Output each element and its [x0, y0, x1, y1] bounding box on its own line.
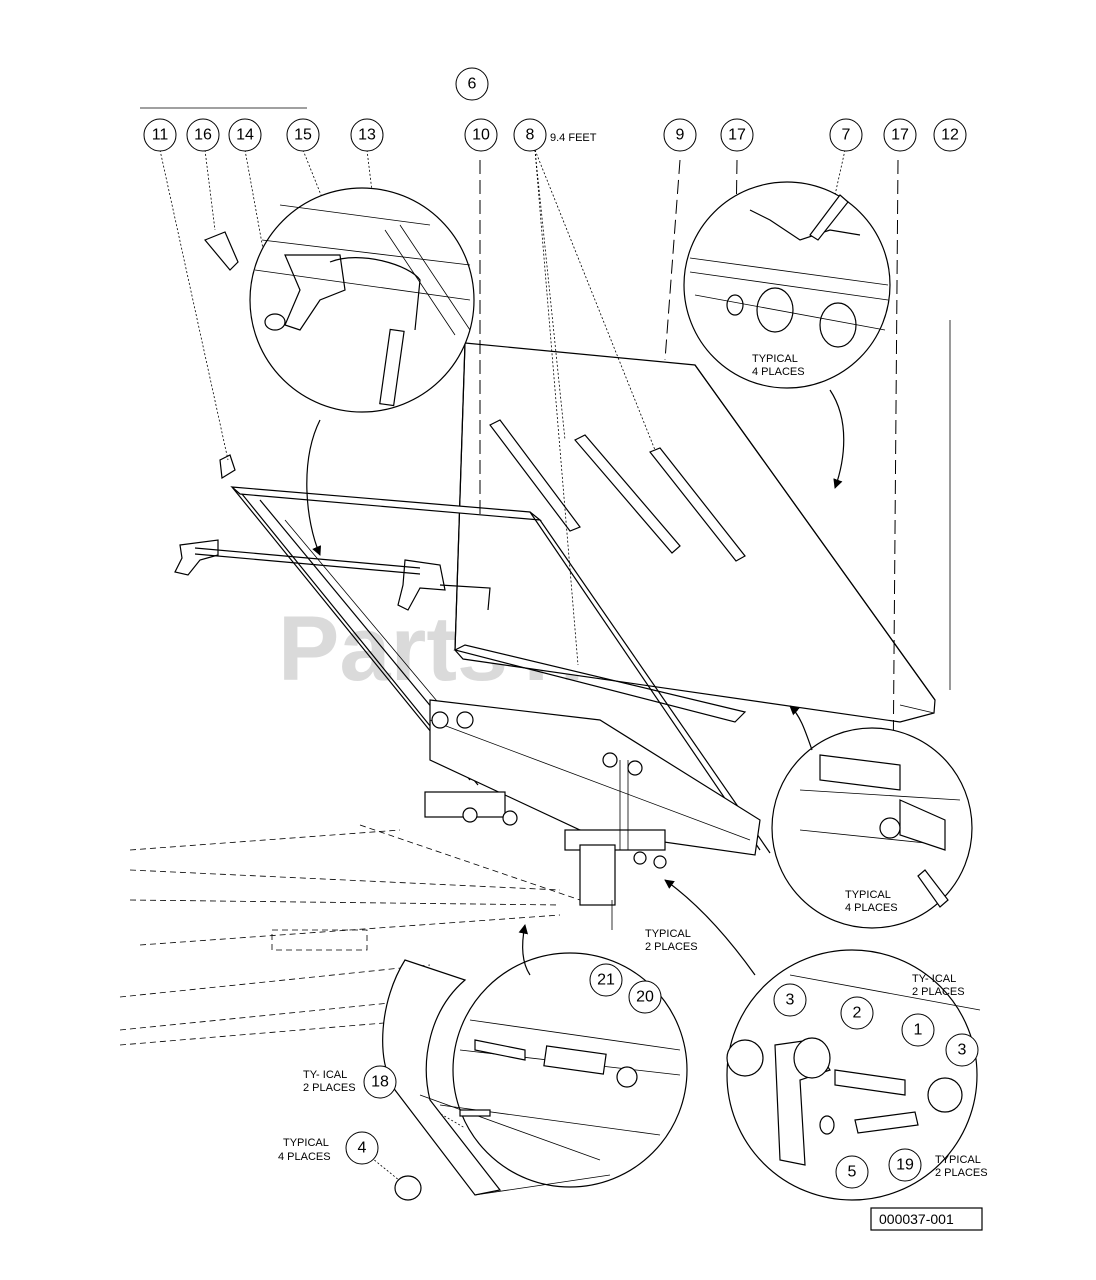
- note-typical4-right-2: 4 PLACES: [845, 902, 898, 914]
- svg-text:19: 19: [896, 1157, 914, 1174]
- callout-17b: 17: [883, 118, 917, 152]
- note-feet: 9.4 FEET: [550, 132, 597, 144]
- svg-text:2: 2: [853, 1005, 862, 1022]
- callout-13: 13: [350, 118, 384, 152]
- callout-4: 4: [345, 1131, 379, 1165]
- callout-20: 20: [628, 980, 662, 1014]
- note-typical2-rightdetail-2: 2 PLACES: [912, 986, 965, 998]
- hinge-brackets: [424, 760, 667, 930]
- callout-10: 10: [464, 118, 498, 152]
- svg-text:17: 17: [891, 127, 909, 144]
- drawing-number-box: 000037-001: [870, 1207, 983, 1231]
- svg-text:20: 20: [636, 989, 654, 1006]
- svg-text:17: 17: [728, 127, 746, 144]
- callout-6: 6: [455, 67, 489, 101]
- svg-text:13: 13: [358, 127, 376, 144]
- svg-text:10: 10: [472, 127, 490, 144]
- callout-3b: 3: [945, 1033, 979, 1067]
- note-typical4-left-2: 4 PLACES: [278, 1151, 331, 1163]
- svg-text:8: 8: [526, 127, 535, 144]
- note-typical4-right-1: TYPICAL: [845, 889, 891, 901]
- svg-text:15: 15: [294, 127, 312, 144]
- note-typical4-top-1: TYPICAL: [752, 353, 798, 365]
- callout-19: 19: [888, 1148, 922, 1182]
- note-typical4-left-1: TYPICAL: [283, 1137, 329, 1149]
- latch-rod: [174, 454, 491, 611]
- svg-text:3: 3: [958, 1042, 967, 1059]
- deck-plate: [453, 342, 936, 723]
- note-typical2-bottom-2: 2 PLACES: [935, 1167, 988, 1179]
- lower-bracket: [382, 959, 611, 1201]
- svg-text:1: 1: [914, 1022, 923, 1039]
- svg-text:5: 5: [848, 1164, 857, 1181]
- detail-bolt-top: [683, 181, 891, 389]
- callout-17a: 17: [720, 118, 754, 152]
- svg-text:4: 4: [358, 1140, 367, 1157]
- note-typical2-left-1: TY- ICAL: [303, 1069, 347, 1081]
- callout-14: 14: [228, 118, 262, 152]
- callout-8: 8: [513, 118, 547, 152]
- callout-11: 11: [143, 118, 177, 152]
- trailer-frame-phantom: [119, 824, 581, 1046]
- assembly-arrows: [306, 389, 845, 976]
- callout-21: 21: [589, 963, 623, 997]
- callout-1: 1: [901, 1013, 935, 1047]
- note-typical4-top-2: 4 PLACES: [752, 366, 805, 378]
- callout-15: 15: [286, 118, 320, 152]
- callout-16: 16: [186, 118, 220, 152]
- svg-text:14: 14: [236, 127, 254, 144]
- frame-rails: [230, 486, 771, 856]
- note-typical2-left-2: 2 PLACES: [303, 1082, 356, 1094]
- svg-text:21: 21: [597, 972, 615, 989]
- guide-line-9: [664, 159, 681, 361]
- note-typical2-center-2: 2 PLACES: [645, 941, 698, 953]
- svg-text:9: 9: [676, 127, 685, 144]
- detail-latch: [204, 187, 475, 413]
- svg-text:6: 6: [468, 76, 477, 93]
- callout-9: 9: [663, 118, 697, 152]
- detail-bolt-right: [771, 727, 973, 929]
- callout-2: 2: [840, 996, 874, 1030]
- note-typical2-rightdetail-1: TY- ICAL: [912, 973, 956, 985]
- note-typical2-bottom-1: TYPICAL: [935, 1154, 981, 1166]
- drawing-number: 000037-001: [879, 1211, 954, 1227]
- svg-text:3: 3: [786, 992, 795, 1009]
- svg-text:11: 11: [152, 127, 169, 144]
- callout-5: 5: [835, 1155, 869, 1189]
- svg-text:12: 12: [941, 127, 959, 144]
- callout-12: 12: [933, 118, 967, 152]
- callout-18: 18: [363, 1065, 397, 1099]
- callout-3a: 3: [773, 983, 807, 1017]
- svg-text:7: 7: [842, 127, 851, 144]
- svg-text:16: 16: [194, 127, 212, 144]
- callout-7: 7: [829, 118, 863, 152]
- note-typical2-center-1: TYPICAL: [645, 928, 691, 940]
- svg-text:18: 18: [371, 1074, 389, 1091]
- guide-line-17: [892, 159, 899, 781]
